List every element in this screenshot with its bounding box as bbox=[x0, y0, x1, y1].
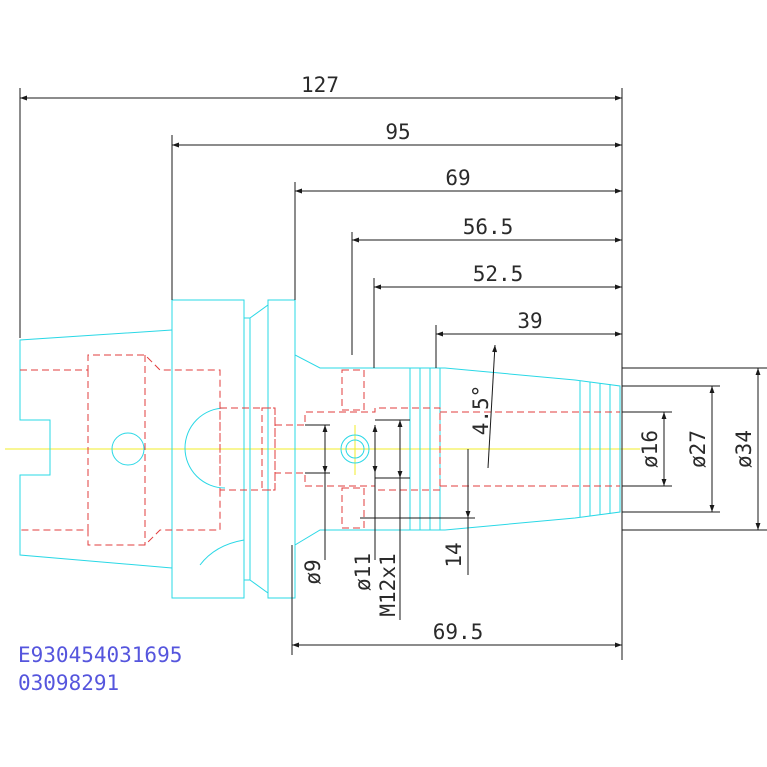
dim-thread: M12x1 bbox=[376, 553, 400, 616]
dim-dia34: ø34 bbox=[732, 430, 756, 468]
part-code-line1: E930454031695 bbox=[18, 643, 182, 667]
dim-56-5: 56.5 bbox=[463, 215, 514, 239]
dim-14: 14 bbox=[442, 542, 466, 567]
dim-127: 127 bbox=[301, 73, 339, 97]
part-codes: E930454031695 03098291 bbox=[18, 643, 182, 695]
dim-angle: 4.5° bbox=[469, 385, 493, 436]
hidden-lines bbox=[20, 354, 620, 546]
dimension-labels: 127 95 69 56.5 52.5 39 69.5 4.5° 14 ø9 ø… bbox=[301, 73, 756, 644]
part-code-line2: 03098291 bbox=[18, 671, 119, 695]
dimension-lines bbox=[19, 88, 767, 660]
dim-dia27: ø27 bbox=[686, 430, 710, 468]
dim-69-5: 69.5 bbox=[433, 620, 484, 644]
dim-dia9: ø9 bbox=[301, 559, 325, 584]
dim-dia11: ø11 bbox=[351, 553, 375, 591]
dim-39: 39 bbox=[517, 309, 542, 333]
tool-holder-outline bbox=[19, 299, 621, 599]
dim-52-5: 52.5 bbox=[473, 262, 524, 286]
dim-dia16: ø16 bbox=[638, 430, 662, 468]
dim-95: 95 bbox=[385, 120, 410, 144]
dim-69: 69 bbox=[445, 166, 470, 190]
center-line bbox=[5, 425, 640, 475]
